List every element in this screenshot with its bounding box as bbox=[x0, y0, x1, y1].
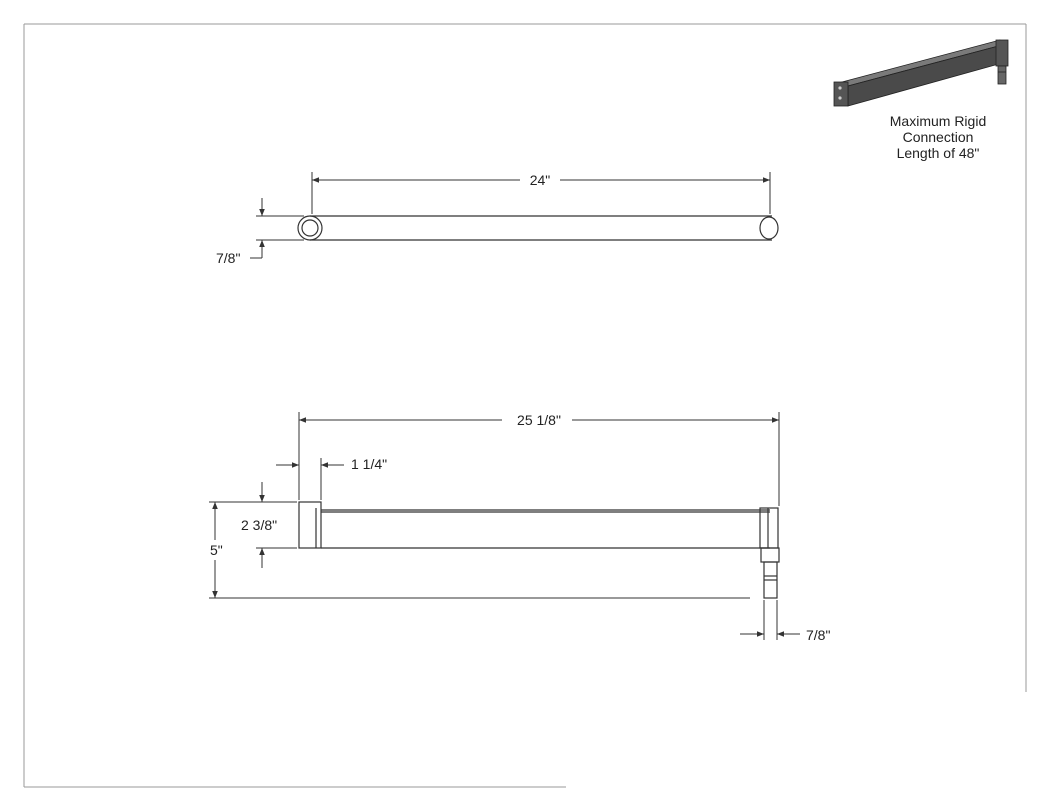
dimension-5in bbox=[209, 501, 750, 599]
dimension-label-1-1-4in: 1 1/4" bbox=[351, 456, 387, 472]
dimension-2-3-8in bbox=[256, 482, 297, 568]
tube-outline bbox=[297, 215, 779, 241]
inset-caption-line-3: Length of 48" bbox=[896, 145, 980, 161]
arm-outline bbox=[298, 501, 780, 599]
dimension-24in bbox=[311, 172, 771, 214]
inset-caption: Maximum Rigid Connection Length of 48" bbox=[850, 113, 1026, 161]
dimension-1-1-4in bbox=[276, 458, 344, 500]
dimension-label-pin-width: 7/8" bbox=[806, 627, 830, 643]
side-view: 25 1/8" 1 1/4" 2 3/8" 5" bbox=[209, 412, 830, 643]
inset-caption-line-2: Connection bbox=[902, 129, 974, 145]
dimension-pin-width bbox=[740, 600, 800, 640]
dimension-label-2-3-8in: 2 3/8" bbox=[241, 517, 277, 533]
dimension-label-tube-diameter: 7/8" bbox=[216, 250, 240, 266]
dimension-label-24in: 24" bbox=[530, 172, 551, 188]
dimension-label-5in: 5" bbox=[210, 542, 223, 558]
inset-caption-line-1: Maximum Rigid bbox=[889, 113, 987, 129]
top-view: 24" 7/8" bbox=[216, 172, 779, 266]
dimension-label-25-1-8in: 25 1/8" bbox=[517, 412, 561, 428]
dimension-25-1-8in bbox=[298, 412, 780, 506]
drawing-frame bbox=[23, 23, 1027, 788]
inset-3d-arm-illustration bbox=[833, 39, 1009, 107]
dimension-tube-diameter bbox=[250, 198, 304, 259]
